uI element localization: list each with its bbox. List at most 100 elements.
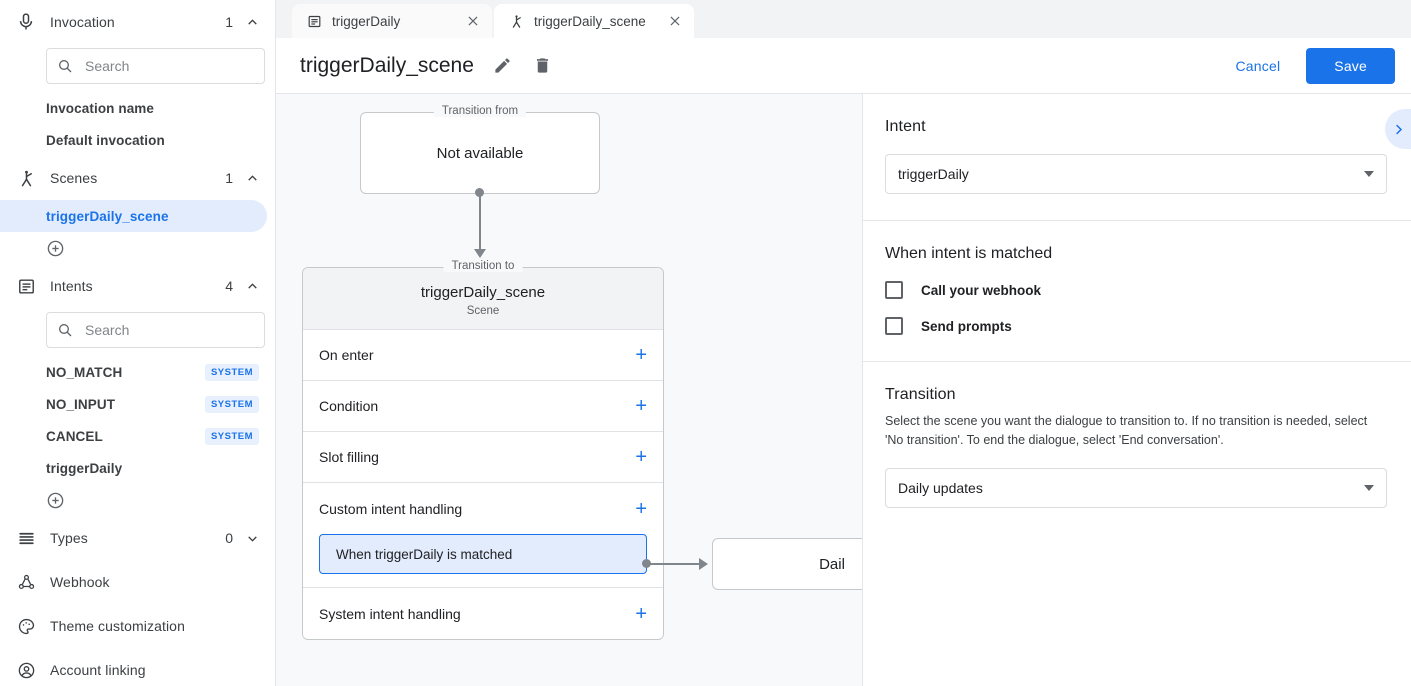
sidebar-section-intents[interactable]: Intents 4	[0, 264, 275, 308]
intents-search-box[interactable]	[46, 312, 265, 348]
sidebar-item-triggerdaily[interactable]: triggerDaily	[0, 452, 275, 484]
connector-arrow-from	[474, 249, 486, 258]
invocation-search-wrap	[0, 44, 275, 92]
sidebar-item-no-input[interactable]: NO_INPUT SYSTEM	[0, 388, 275, 420]
scene-row-label: Custom intent handling	[319, 500, 463, 517]
scene-graph-canvas[interactable]: Transition from Not available Transition…	[276, 94, 862, 686]
scene-row-on-enter[interactable]: On enter +	[303, 330, 663, 381]
add-condition-button[interactable]: +	[635, 395, 647, 417]
content-body: Transition from Not available Transition…	[276, 94, 1411, 686]
sidebar-item-label: Theme customization	[50, 618, 185, 634]
trash-icon[interactable]	[532, 55, 554, 77]
add-custom-intent-button[interactable]: +	[635, 497, 647, 520]
sidebar-item-triggerdaily-scene[interactable]: triggerDaily_scene	[0, 200, 267, 232]
transition-select-value: Daily updates	[898, 479, 983, 496]
sidebar-section-invocation-label: Invocation	[50, 14, 115, 30]
sidebar-item-invocation-name[interactable]: Invocation name	[0, 92, 275, 124]
sidebar-item-label: NO_MATCH	[46, 364, 123, 380]
chevron-up-icon[interactable]	[245, 279, 259, 293]
scene-row-label: Slot filling	[319, 449, 379, 465]
invocation-search-box[interactable]	[46, 48, 265, 84]
close-icon[interactable]	[666, 12, 684, 30]
add-intent-button[interactable]	[0, 484, 275, 516]
sidebar-item-label: Webhook	[50, 574, 110, 590]
add-system-intent-button[interactable]: +	[635, 602, 647, 625]
sidebar-section-scenes[interactable]: Scenes 1	[0, 156, 275, 200]
scene-card-name: triggerDaily_scene	[420, 284, 546, 301]
sidebar: Invocation 1 Invocation name Default inv…	[0, 0, 276, 686]
scene-row-condition[interactable]: Condition +	[303, 381, 663, 432]
node-target-text: Dail	[819, 555, 845, 573]
checkbox-row-send-prompts[interactable]: Send prompts	[885, 317, 1387, 335]
intent-select[interactable]: triggerDaily	[885, 154, 1387, 194]
transition-select[interactable]: Daily updates	[885, 467, 1387, 508]
connector-line-target	[646, 563, 702, 565]
scene-card-header: triggerDaily_scene Scene	[303, 268, 663, 330]
scene-row-custom-intent-handling[interactable]: Custom intent handling +	[303, 483, 663, 534]
add-scene-button[interactable]	[0, 232, 275, 264]
sidebar-section-intents-label: Intents	[50, 278, 93, 294]
sidebar-item-label: Default invocation	[46, 132, 165, 148]
panel-transition-description: Select the scene you want the dialogue t…	[885, 414, 1368, 447]
tab-triggerdaily[interactable]: triggerDaily	[292, 4, 492, 38]
sidebar-item-webhook[interactable]: Webhook	[0, 560, 275, 604]
sidebar-section-types[interactable]: Types 0	[0, 516, 275, 560]
node-scene-legend: Transition to	[443, 260, 523, 272]
panel-when-matched-title: When intent is matched	[885, 245, 1053, 262]
save-button[interactable]: Save	[1306, 47, 1395, 84]
sidebar-section-scenes-label: Scenes	[50, 170, 98, 186]
sidebar-item-cancel[interactable]: CANCEL SYSTEM	[0, 420, 275, 452]
intent-handler-chip-label: When triggerDaily is matched	[336, 546, 513, 562]
status-badge: SYSTEM	[204, 427, 259, 445]
call-webhook-checkbox[interactable]	[885, 281, 903, 299]
intent-select-value: triggerDaily	[898, 166, 969, 182]
scene-row-label: System intent handling	[319, 605, 461, 622]
sidebar-item-label: Account linking	[50, 662, 146, 678]
panel-transition-title: Transition	[885, 386, 956, 403]
send-prompts-checkbox[interactable]	[885, 317, 903, 335]
add-slot-filling-button[interactable]: +	[635, 446, 647, 468]
search-icon	[59, 324, 72, 337]
tab-triggerdaily-scene[interactable]: triggerDaily_scene	[494, 4, 694, 38]
tab-label: triggerDaily_scene	[534, 13, 646, 29]
sidebar-item-label: CANCEL	[46, 428, 103, 444]
intents-search-input[interactable]	[83, 321, 254, 339]
sidebar-section-invocation[interactable]: Invocation 1	[0, 0, 275, 44]
scene-row-system-intent-handling[interactable]: System intent handling +	[303, 588, 663, 639]
sidebar-item-account-linking[interactable]: Account linking	[0, 648, 275, 686]
sidebar-item-label: triggerDaily_scene	[46, 208, 169, 224]
sidebar-item-no-match[interactable]: NO_MATCH SYSTEM	[0, 356, 275, 388]
node-transition-from[interactable]: Transition from Not available	[360, 105, 600, 194]
intent-handler-chip[interactable]: When triggerDaily is matched	[319, 534, 647, 574]
chevron-up-icon[interactable]	[245, 171, 259, 185]
chevron-up-icon[interactable]	[245, 15, 259, 29]
sidebar-intents-count: 4	[225, 278, 233, 294]
cancel-button[interactable]: Cancel	[1222, 49, 1295, 83]
account-circle-icon	[14, 658, 38, 682]
microphone-icon	[14, 10, 38, 34]
node-transition-target[interactable]: Tr Dail	[712, 538, 862, 590]
scene-card-subtitle: Scene	[466, 305, 500, 317]
pencil-icon[interactable]	[492, 55, 514, 77]
sidebar-item-default-invocation[interactable]: Default invocation	[0, 124, 275, 156]
sidebar-types-count: 0	[225, 530, 233, 546]
intent-list-icon	[14, 274, 38, 298]
sidebar-invocation-count: 1	[225, 14, 233, 30]
chevron-right-icon[interactable]	[1385, 109, 1411, 149]
sidebar-item-theme-customization[interactable]: Theme customization	[0, 604, 275, 648]
scene-row-slot-filling[interactable]: Slot filling +	[303, 432, 663, 483]
add-on-enter-button[interactable]: +	[635, 344, 647, 366]
tab-bar: triggerDaily triggerDaily_scene	[276, 0, 1411, 38]
connector-arrow-target	[699, 558, 708, 570]
invocation-search-input[interactable]	[83, 57, 254, 75]
scene-block-custom-intent-handling: Custom intent handling + When triggerDai…	[303, 483, 663, 588]
node-scene-card[interactable]: Transition to triggerDaily_scene Scene O…	[302, 260, 664, 640]
page-header: triggerDaily_scene Cancel Save	[276, 38, 1411, 94]
checkbox-row-call-your-webhook[interactable]: Call your webhook	[885, 281, 1387, 299]
chevron-down-icon[interactable]	[245, 531, 259, 545]
sidebar-item-label: Invocation name	[46, 100, 155, 116]
close-icon[interactable]	[464, 12, 482, 30]
tab-label: triggerDaily	[332, 13, 401, 29]
types-lines-icon	[14, 526, 38, 550]
